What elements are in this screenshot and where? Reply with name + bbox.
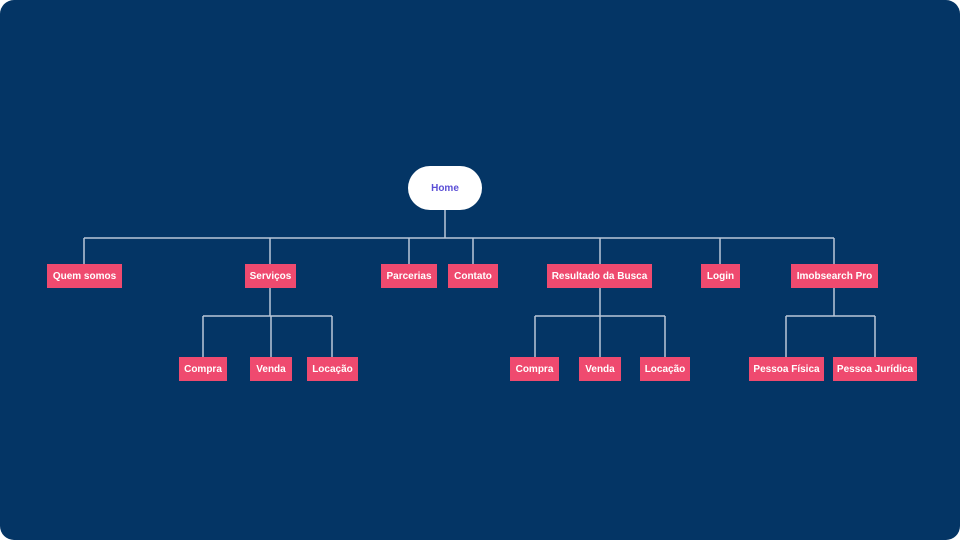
node-resultado-da-busca[interactable]: Resultado da Busca	[547, 264, 652, 288]
node-resultado-compra[interactable]: Compra	[510, 357, 559, 381]
node-pessoa-juridica[interactable]: Pessoa Jurídica	[833, 357, 917, 381]
node-imobsearch-pro[interactable]: Imobsearch Pro	[791, 264, 878, 288]
node-servicos-compra[interactable]: Compra	[179, 357, 227, 381]
node-resultado-locacao[interactable]: Locação	[640, 357, 690, 381]
node-servicos[interactable]: Serviços	[245, 264, 296, 288]
node-servicos-locacao[interactable]: Locação	[307, 357, 358, 381]
node-login[interactable]: Login	[701, 264, 740, 288]
node-home[interactable]: Home	[408, 166, 482, 210]
node-pessoa-fisica[interactable]: Pessoa Física	[749, 357, 824, 381]
node-quem-somos[interactable]: Quem somos	[47, 264, 122, 288]
node-contato[interactable]: Contato	[448, 264, 498, 288]
node-servicos-venda[interactable]: Venda	[250, 357, 292, 381]
node-parcerias[interactable]: Parcerias	[381, 264, 437, 288]
node-resultado-venda[interactable]: Venda	[579, 357, 621, 381]
